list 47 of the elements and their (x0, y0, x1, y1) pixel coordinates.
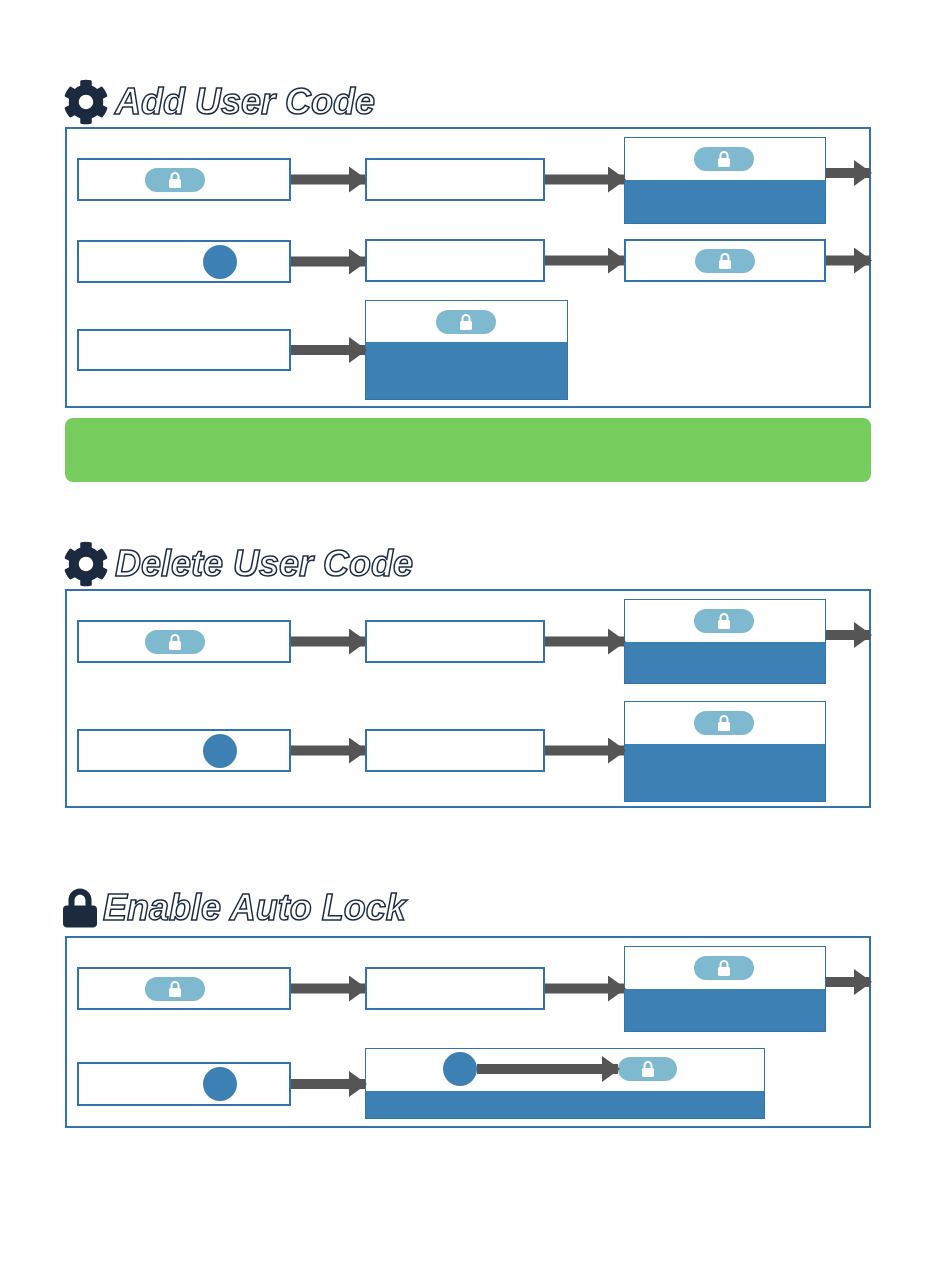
arrow (291, 248, 367, 275)
arrow (826, 160, 872, 186)
step-box (77, 729, 291, 772)
arrow (291, 975, 367, 1002)
status-band (625, 989, 825, 1031)
round-button (443, 1052, 477, 1086)
status-band (625, 744, 825, 801)
status-band (625, 642, 825, 683)
step-box (77, 1062, 291, 1106)
step-box (77, 329, 291, 371)
status-box (624, 701, 826, 802)
status-box (624, 137, 826, 224)
arrow (826, 247, 872, 274)
status-box (624, 946, 826, 1032)
arrow (291, 1071, 367, 1097)
status-box (624, 599, 826, 684)
section-heading: Add User Code (115, 84, 376, 120)
arrow (826, 969, 872, 995)
arrow (291, 166, 367, 193)
step-box (365, 158, 545, 201)
status-box (365, 300, 568, 400)
step-box (77, 158, 291, 201)
arrow (545, 737, 626, 764)
status-band (366, 1091, 764, 1118)
status-box (365, 1048, 765, 1119)
status-band (625, 180, 825, 223)
step-box (365, 239, 545, 282)
arrow (291, 628, 367, 655)
arrow (545, 628, 626, 655)
arrow (826, 622, 872, 648)
lock-button (618, 1057, 677, 1081)
step-box (77, 620, 291, 663)
arrow (545, 975, 626, 1002)
arrow (291, 337, 367, 363)
step-box (77, 240, 291, 283)
step-box (365, 967, 545, 1010)
status-band (366, 342, 567, 399)
arrow (477, 1056, 620, 1082)
step-box (365, 620, 545, 663)
section-heading: Delete User Code (115, 546, 414, 582)
step-box (77, 967, 291, 1010)
note-banner (65, 418, 871, 482)
arrow (545, 247, 626, 274)
step-box (365, 729, 545, 772)
arrow (291, 737, 367, 764)
step-box (624, 239, 826, 282)
arrow (545, 166, 626, 193)
